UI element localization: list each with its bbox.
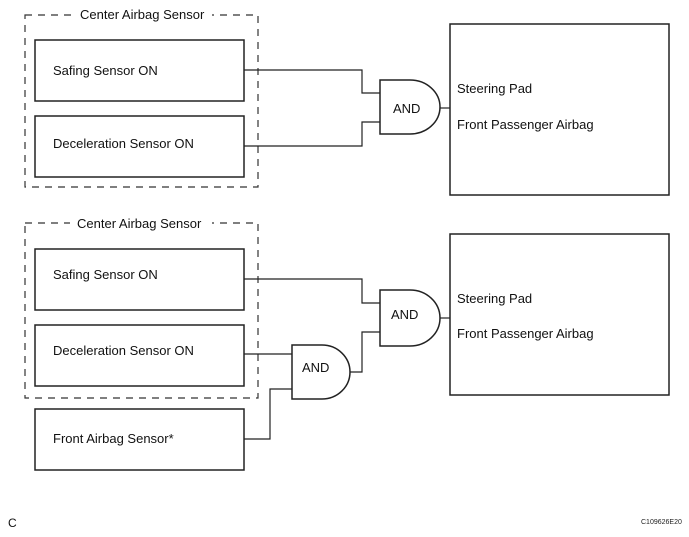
and-gate-label-1: AND	[393, 101, 420, 116]
deceleration-sensor-label-2: Deceleration Sensor ON	[53, 343, 194, 358]
group-label-1: Center Airbag Sensor	[80, 7, 205, 22]
and-gate-lower-2	[291, 344, 351, 400]
safing-sensor-box-2	[34, 248, 245, 311]
front-airbag-sensor-label: Front Airbag Sensor*	[53, 431, 174, 446]
and-gate-upper-label-2: AND	[391, 307, 418, 322]
safing-sensor-label-1: Safing Sensor ON	[53, 63, 158, 78]
output-front-passenger-airbag-2: Front Passenger Airbag	[457, 326, 594, 341]
deceleration-sensor-box-2	[34, 324, 245, 387]
output-steering-pad-2: Steering Pad	[457, 291, 532, 306]
output-box-2	[449, 233, 670, 396]
safing-sensor-box-1	[34, 39, 245, 102]
group-label-2: Center Airbag Sensor	[77, 216, 202, 231]
figure-code: C109626E20	[641, 519, 682, 526]
deceleration-sensor-label-1: Deceleration Sensor ON	[53, 136, 194, 151]
diagram-2: Center Airbag Sensor Safing Sensor ON De…	[24, 214, 670, 471]
group-label-bg-1	[74, 6, 212, 22]
and-gate-1	[379, 79, 441, 135]
center-airbag-sensor-group-2	[24, 222, 259, 399]
front-airbag-sensor-box	[34, 408, 245, 471]
wire-safing-to-upper-and	[244, 278, 380, 304]
wire-safing-to-and-1	[244, 69, 380, 94]
safing-sensor-label-2: Safing Sensor ON	[53, 267, 158, 282]
output-box-1	[449, 23, 670, 196]
and-gate-upper-2	[379, 289, 441, 347]
wire-decel-to-and-1	[244, 121, 380, 147]
diagram-1: Center Airbag Sensor Safing Sensor ON De…	[24, 6, 670, 196]
corner-letter: C	[8, 516, 17, 530]
output-steering-pad-1: Steering Pad	[457, 81, 532, 96]
wire-front-to-lower-and	[244, 388, 292, 440]
and-gate-lower-label-2: AND	[302, 360, 329, 375]
group-label-bg-2	[70, 214, 212, 230]
output-front-passenger-airbag-1: Front Passenger Airbag	[457, 117, 594, 132]
wire-lower-and-to-upper-and	[350, 331, 380, 373]
center-airbag-sensor-group-1	[24, 14, 259, 188]
